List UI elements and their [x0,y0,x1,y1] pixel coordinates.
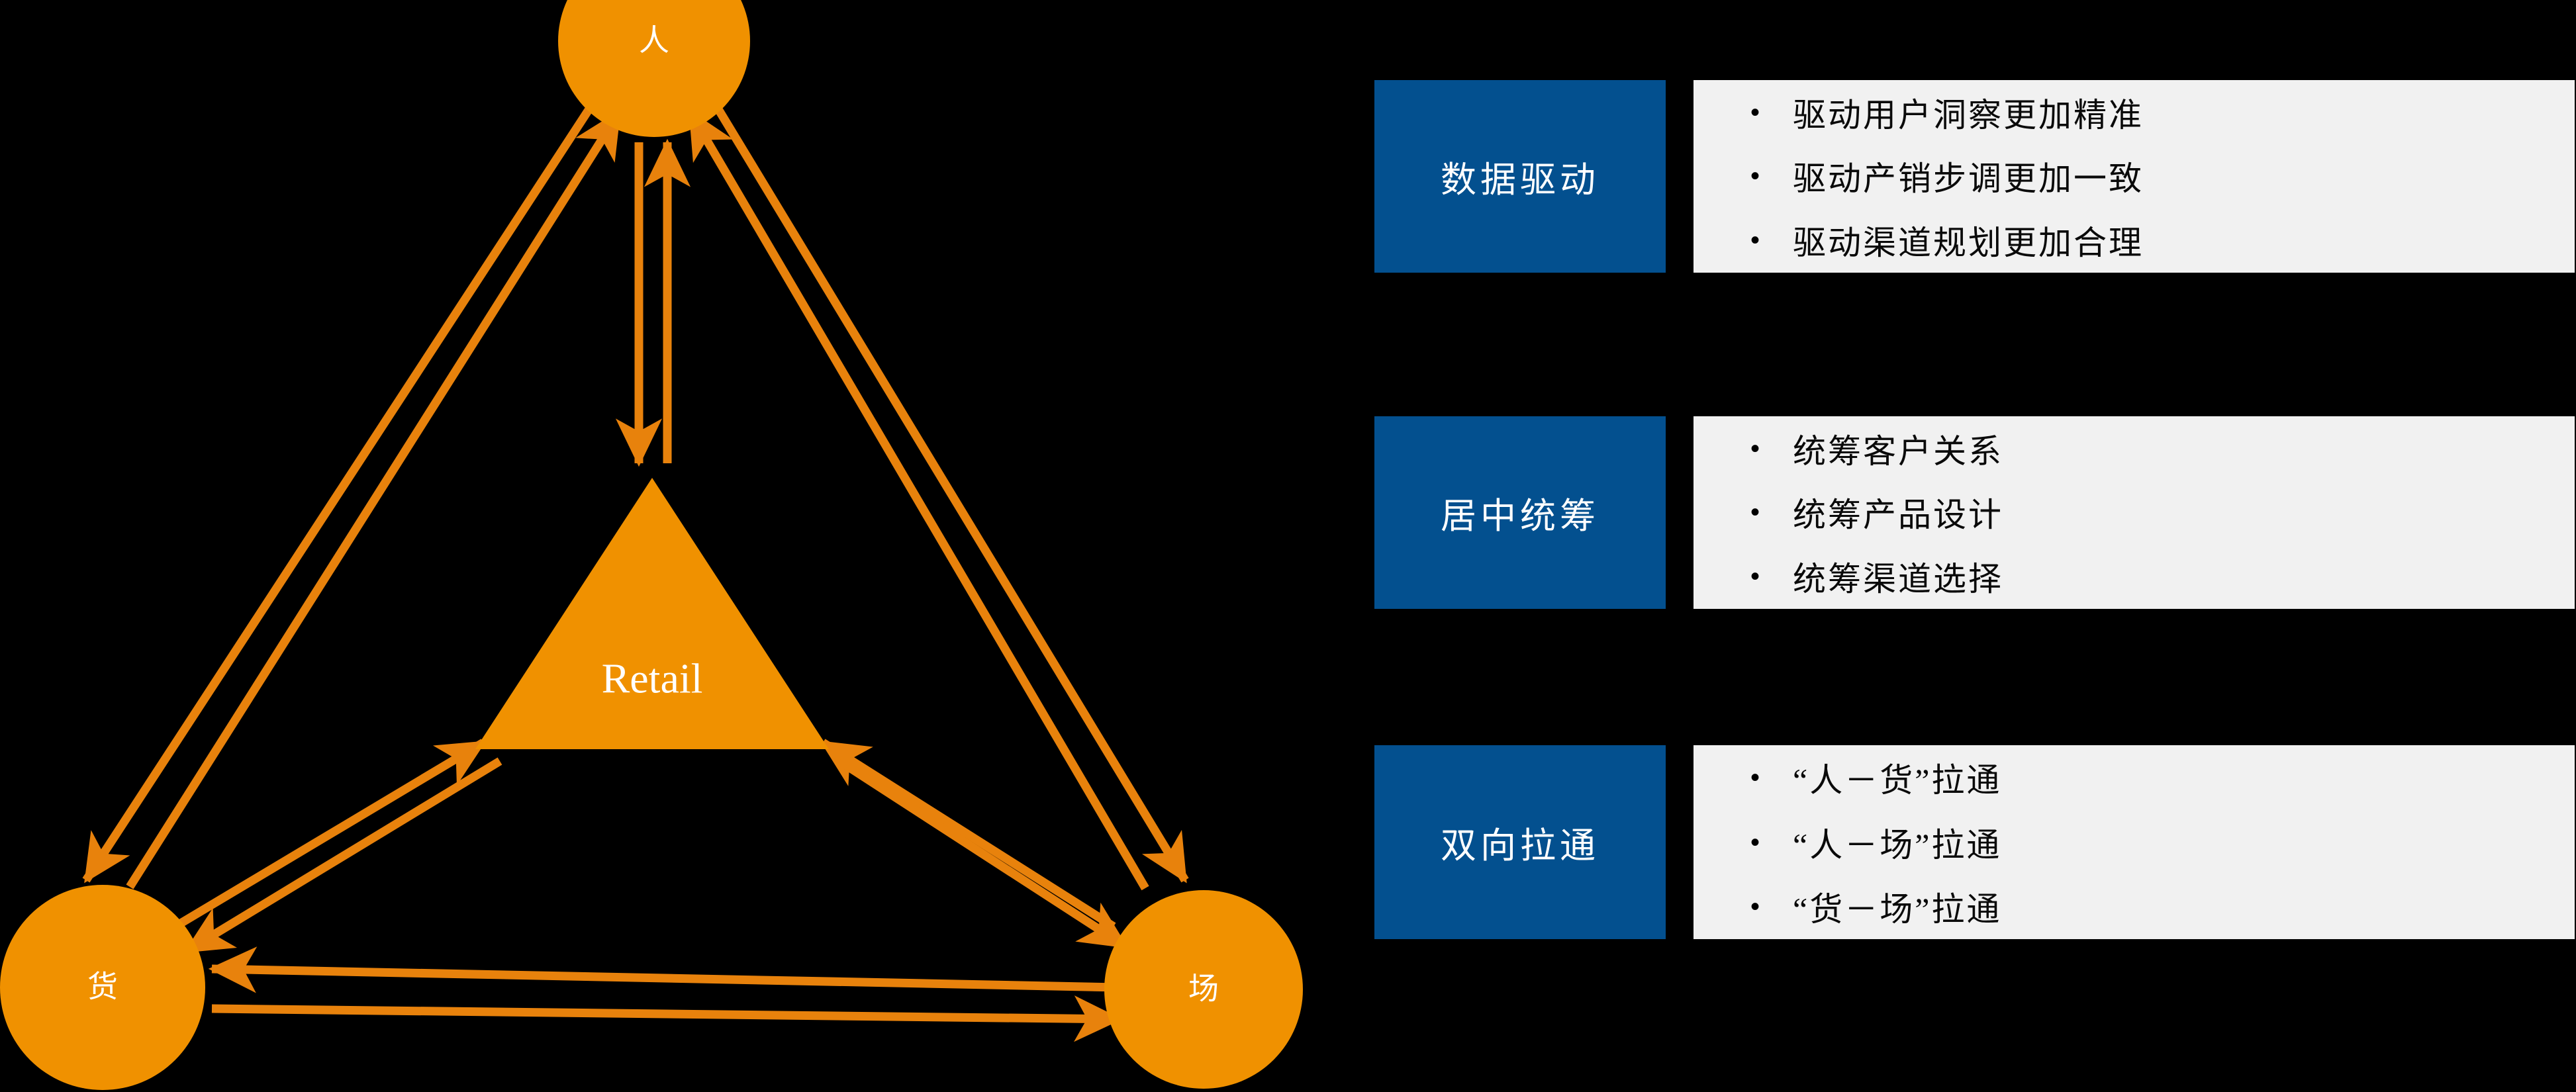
card-gap [1666,745,1693,939]
bullet-dot-icon: • [1750,97,1760,127]
card-bullet-list: • 驱动用户洞察更加精准 • 驱动产销步调更加一致 • 驱动渠道规划更加合理 [1693,80,2575,273]
bullet-dot-icon: • [1750,762,1760,792]
place-label: 场 [1188,972,1219,1006]
list-item: • 统筹产品设计 [1750,480,2575,545]
capability-card[interactable]: 居中统筹 • 统筹客户关系 • 统筹产品设计 • 统筹渠道选择 [1374,416,2575,609]
card-bullet-list: • “人－货”拉通 • “人－场”拉通 • “货－场”拉通 [1693,745,2575,939]
card-gap [1666,416,1693,609]
retail-label: Retail [602,655,703,702]
bullet-text: 统筹渠道选择 [1793,561,2003,598]
connector-person-retail [615,138,691,467]
person-circle-shape [558,0,750,137]
card-bullet-list: • 统筹客户关系 • 统筹产品设计 • 统筹渠道选择 [1693,416,2575,609]
connector-goods-retail [168,739,502,955]
person-label: 人 [639,24,669,58]
bullet-text: “人－货”拉通 [1793,761,2002,799]
bullet-text: 驱动用户洞察更加精准 [1793,96,2144,134]
card-tag-label: 居中统筹 [1441,496,1599,536]
goods-circle-shape [0,885,205,1090]
connector-person-place [687,103,1189,891]
bullet-text: 驱动产销步调更加一致 [1793,160,2144,198]
list-item: • 统筹渠道选择 [1750,545,2575,609]
bullet-text: 统筹产品设计 [1793,496,2003,534]
goods-label: 货 [87,970,118,1004]
bullet-dot-icon: • [1750,827,1760,857]
list-item: • “人－场”拉通 [1750,810,2575,875]
connector-place-retail [820,739,1129,950]
bullet-text: “货－场”拉通 [1793,891,2002,929]
retail-relationship-diagram: Retail 人 货 场 [0,0,1303,1090]
node-retail[interactable]: Retail [475,478,829,749]
card-tag-badge: 居中统筹 [1374,416,1666,609]
bullet-dot-icon: • [1750,433,1760,463]
diagram-canvas: Retail 人 货 场 [0,0,1303,1090]
bullet-dot-icon: • [1750,498,1760,527]
list-item: • “货－场”拉通 [1750,874,2575,939]
card-gap [1666,80,1693,273]
bullet-dot-icon: • [1750,562,1760,592]
list-item: • 驱动用户洞察更加精准 [1750,80,2575,144]
capability-card[interactable]: 双向拉通 • “人－货”拉通 • “人－场”拉通 • “货－场”拉通 [1374,745,2575,939]
retail-triangle-shape [475,478,829,749]
list-item: • 统筹客户关系 [1750,416,2575,480]
place-circle-shape [1104,890,1303,1089]
node-person[interactable]: 人 [558,0,750,137]
card-tag-badge: 数据驱动 [1374,80,1666,273]
bullet-text: 统筹客户关系 [1793,432,2003,470]
connector-group [82,103,1189,1042]
card-tag-badge: 双向拉通 [1374,745,1666,939]
list-item: • 驱动产销步调更加一致 [1750,144,2575,208]
node-place[interactable]: 场 [1104,890,1303,1089]
capability-cards-panel: 数据驱动 • 驱动用户洞察更加精准 • 驱动产销步调更加一致 • 驱动渠道规划更… [1374,0,2576,1092]
node-goods[interactable]: 货 [0,885,205,1090]
bullet-dot-icon: • [1750,226,1760,255]
card-tag-label: 数据驱动 [1441,160,1599,200]
connector-person-goods [82,103,623,889]
bullet-dot-icon: • [1750,161,1760,191]
bullet-dot-icon: • [1750,892,1760,922]
connector-goods-place [208,946,1123,1042]
bullet-text: 驱动渠道规划更加合理 [1793,224,2144,262]
list-item: • “人－货”拉通 [1750,745,2575,810]
card-tag-label: 双向拉通 [1441,826,1599,866]
list-item: • 驱动渠道规划更加合理 [1750,208,2575,273]
capability-card[interactable]: 数据驱动 • 驱动用户洞察更加精准 • 驱动产销步调更加一致 • 驱动渠道规划更… [1374,80,2575,273]
bullet-text: “人－场”拉通 [1793,826,2002,864]
